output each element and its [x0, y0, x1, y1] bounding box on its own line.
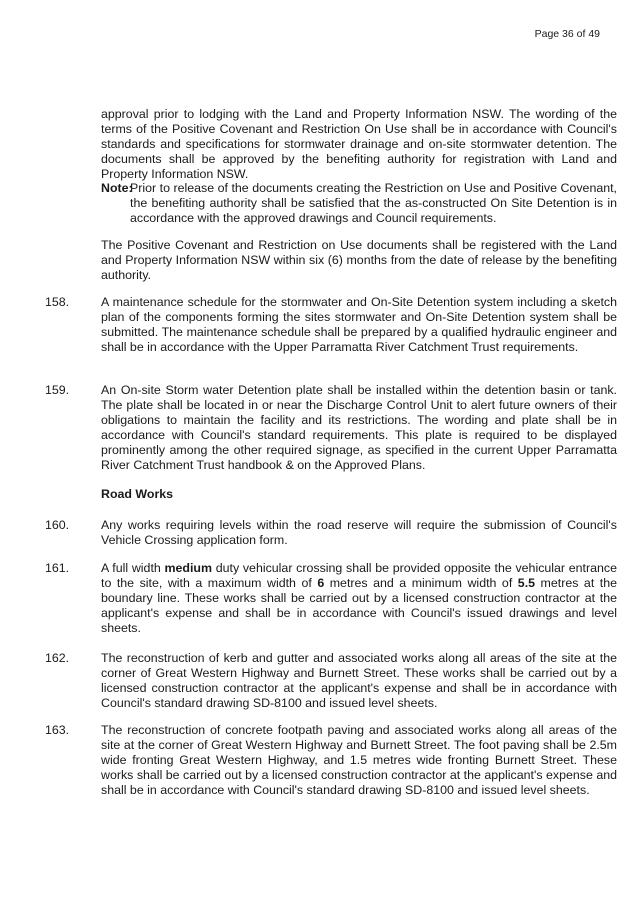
- condition-item: 159. An On-site Storm water Detention pl…: [45, 383, 617, 473]
- page-number: Page 36 of 49: [534, 28, 600, 40]
- condition-item: 158. A maintenance schedule for the stor…: [45, 295, 617, 355]
- emphasis-min-width: 5.5: [517, 576, 536, 590]
- condition-item: 163. The reconstruction of concrete foot…: [45, 723, 617, 798]
- section-heading: Road Works: [101, 487, 174, 501]
- condition-text: An On-site Storm water Detention plate s…: [101, 383, 617, 472]
- condition-text: Any works requiring levels within the ro…: [101, 518, 617, 547]
- text-run: duty vehicular crossing shall be provide…: [101, 561, 617, 590]
- registration-paragraph: The Positive Covenant and Restriction on…: [101, 238, 617, 282]
- text-run: metres at the boundary line. These works…: [101, 576, 618, 635]
- condition-item: 162. The reconstruction of kerb and gutt…: [45, 651, 617, 711]
- text-run: metres and a minimum width of: [324, 576, 518, 590]
- text-run: A full width: [101, 561, 165, 575]
- emphasis-max-width: 6: [317, 576, 325, 590]
- note: Note: Prior to release of the documents …: [101, 181, 617, 226]
- intro-paragraph: approval prior to lodging with the Land …: [101, 107, 617, 181]
- condition-text: A full width medium duty vehicular cross…: [101, 561, 617, 636]
- emphasis-medium: medium: [164, 561, 213, 575]
- condition-number: 158.: [45, 295, 70, 309]
- condition-number: 160.: [45, 518, 70, 532]
- condition-number: 159.: [45, 383, 70, 397]
- condition-item: 161. A full width medium duty vehicular …: [45, 561, 617, 636]
- condition-number: 163.: [45, 723, 70, 737]
- condition-text: The reconstruction of concrete footpath …: [101, 723, 617, 797]
- condition-text: A maintenance schedule for the stormwate…: [101, 295, 617, 354]
- condition-item: 160. Any works requiring levels within t…: [45, 518, 617, 548]
- condition-text: The reconstruction of kerb and gutter an…: [101, 651, 617, 710]
- condition-number: 162.: [45, 651, 70, 665]
- condition-number: 161.: [45, 561, 70, 575]
- note-text: Prior to release of the documents creati…: [130, 181, 617, 225]
- note-label: Note:: [101, 181, 133, 195]
